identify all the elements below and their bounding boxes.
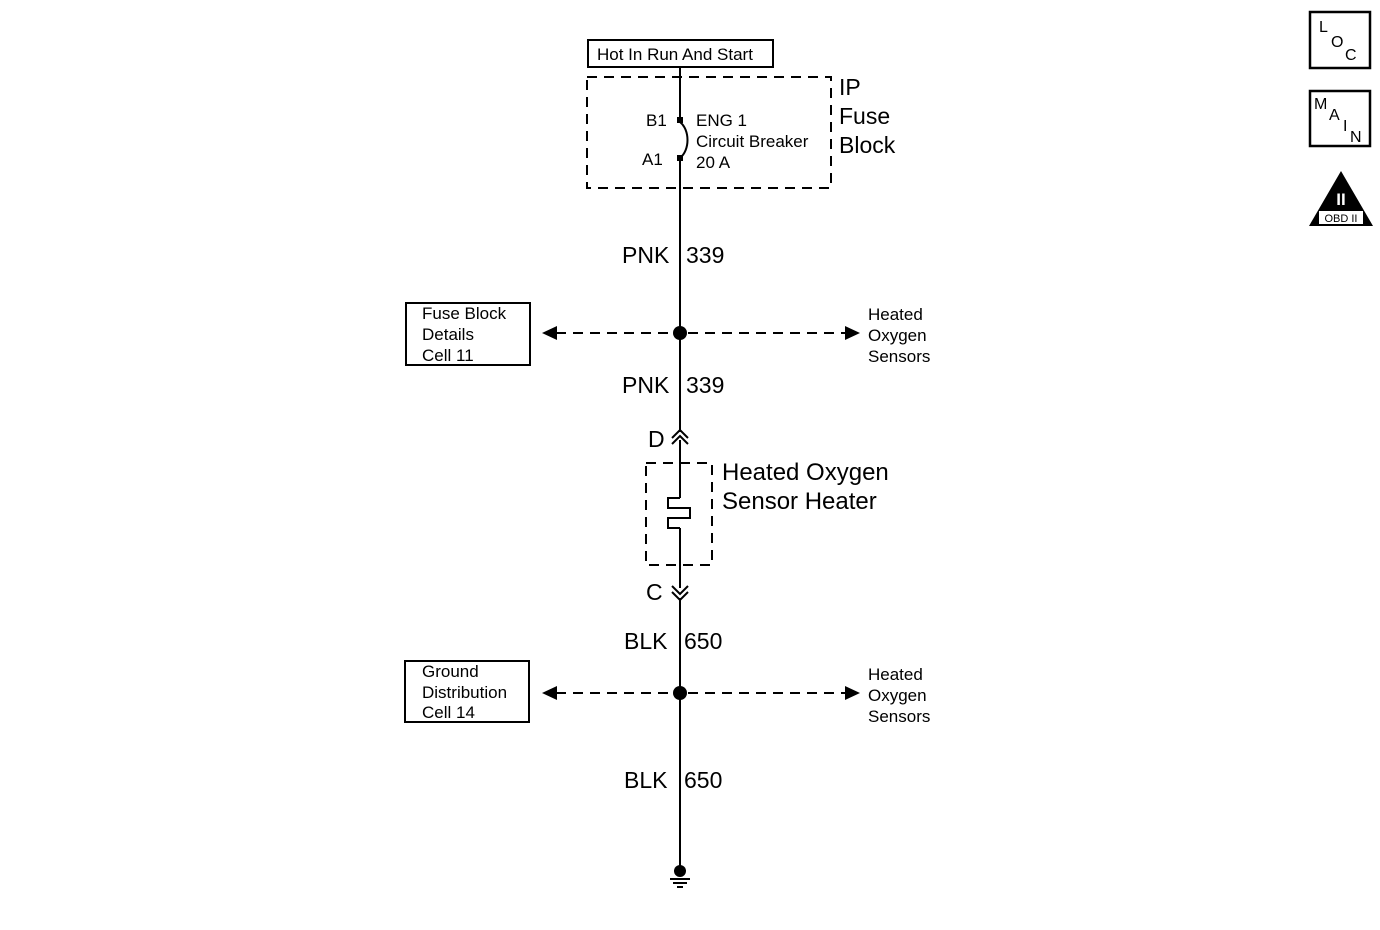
connector-c-label: C: [646, 579, 663, 605]
ref-line: Heated: [868, 305, 923, 324]
fuse-block-name-1: IP: [839, 74, 861, 100]
arrow-left-icon: [542, 326, 557, 340]
arrow-right-icon: [845, 686, 860, 700]
obd-label: OBD II: [1324, 213, 1357, 225]
ref-line: Sensors: [868, 347, 930, 366]
circuit-breaker-symbol: [679, 121, 689, 159]
ref-line: Heated: [868, 665, 923, 684]
main-letter: M: [1314, 96, 1327, 113]
ref-line: Oxygen: [868, 686, 927, 705]
arrow-right-icon: [845, 326, 860, 340]
heated-oxygen-sensors-ref-top: Heated Oxygen Sensors: [868, 305, 930, 366]
pin-b1-label: B1: [646, 111, 667, 130]
breaker-rating: 20 A: [696, 153, 731, 172]
loc-letter: C: [1345, 47, 1357, 64]
ref-line: Cell 11: [422, 346, 474, 365]
splice-bottom: [542, 686, 860, 700]
loc-letter: O: [1331, 34, 1343, 51]
ref-line: Oxygen: [868, 326, 927, 345]
component-name-1: Heated Oxygen: [722, 459, 889, 486]
breaker-name: ENG 1: [696, 111, 747, 130]
loc-letter: L: [1319, 19, 1328, 36]
ref-line: Details: [422, 325, 474, 344]
breaker-type: Circuit Breaker: [696, 132, 809, 151]
wire-color-upper-1: PNK: [622, 242, 670, 268]
pin-a1-terminal: [677, 155, 683, 161]
wire-circuit-lower-2: 650: [684, 767, 722, 793]
connector-c: C: [646, 579, 689, 605]
ground-icon: [670, 865, 690, 888]
main-letter: A: [1329, 107, 1340, 124]
fuse-block-details-link[interactable]: Fuse Block Details Cell 11: [405, 302, 531, 366]
connector-d-label: D: [648, 426, 665, 452]
ip-fuse-block-outline: [586, 76, 832, 189]
main-icon[interactable]: M A I N: [1308, 89, 1372, 148]
wire-color-lower-1: BLK: [624, 628, 668, 654]
wire-circuit-upper-2: 339: [686, 372, 724, 398]
loc-icon[interactable]: L O C: [1308, 10, 1372, 70]
wire-circuit-lower-1: 650: [684, 628, 722, 654]
arrow-left-icon: [542, 686, 557, 700]
ref-line: Sensors: [868, 707, 930, 726]
ground-distribution-link[interactable]: Ground Distribution Cell 14: [404, 660, 530, 723]
main-letter: I: [1343, 118, 1347, 135]
power-source-label: Hot In Run And Start: [587, 39, 774, 68]
splice-dot: [673, 326, 687, 340]
wire-color-upper-2: PNK: [622, 372, 670, 398]
ref-line: Distribution: [422, 683, 507, 702]
wire-circuit-upper-1: 339: [686, 242, 724, 268]
splice-dot: [673, 686, 687, 700]
splice-top: [542, 326, 860, 340]
power-source-text: Hot In Run And Start: [597, 45, 753, 64]
heated-oxygen-sensors-ref-bottom: Heated Oxygen Sensors: [868, 665, 930, 726]
obd-ii-icon[interactable]: II OBD II: [1309, 171, 1373, 226]
heater-element-symbol: [667, 497, 691, 529]
fuse-block-name-2: Fuse: [839, 103, 890, 129]
wire-color-lower-2: BLK: [624, 767, 668, 793]
connector-d: D: [648, 426, 689, 452]
pin-a1-label: A1: [642, 150, 663, 169]
component-name-2: Sensor Heater: [722, 488, 877, 515]
pin-b1-terminal: [677, 117, 683, 123]
obd-numeral: II: [1336, 190, 1345, 209]
ref-line: Fuse Block: [422, 304, 507, 323]
ref-line: Cell 14: [422, 703, 475, 722]
ref-line: Ground: [422, 662, 479, 681]
fuse-block-name-3: Block: [839, 132, 896, 158]
main-letter: N: [1350, 129, 1362, 146]
